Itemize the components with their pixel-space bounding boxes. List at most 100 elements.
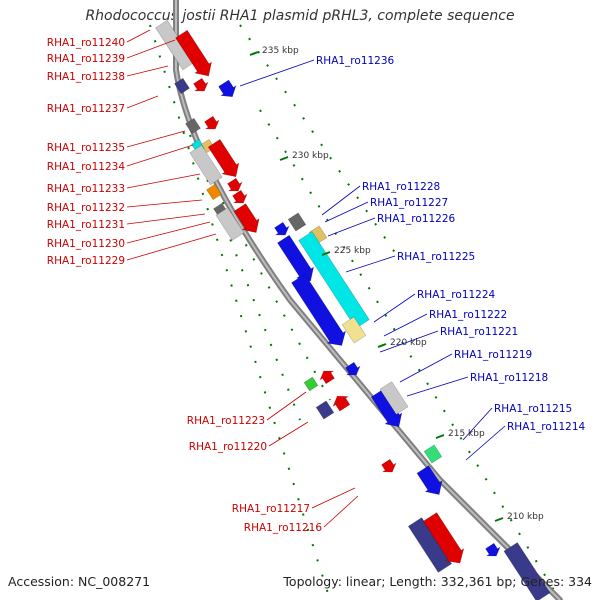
feature-navy [315,400,335,420]
feature-red [207,138,240,178]
gene-label-left[interactable]: RHA1_ro11229 [47,255,125,267]
gene-label-right[interactable]: RHA1_ro11227 [370,197,448,209]
map-title: Rhodococcus jostii RHA1 plasmid pRHL3, c… [85,8,515,24]
feature-blue [277,234,315,282]
leader-line [327,217,376,237]
feature-navy [407,517,453,573]
feature-darkgray [185,117,201,135]
gene-label-left[interactable]: RHA1_ro11235 [47,142,125,154]
gene-label-left[interactable]: RHA1_ro11233 [47,183,125,195]
gene-label-right[interactable]: RHA1_ro11222 [429,309,507,321]
gene-label-right[interactable]: RHA1_ro11215 [494,403,572,415]
topology-text: Topology: linear; Length: 332,361 bp; Ge… [283,574,592,589]
leader-line [266,391,307,421]
feature-navy [174,77,190,95]
gene-label-right[interactable]: RHA1_ro11236 [316,55,395,67]
tick-mark [377,343,387,348]
gene-label-left[interactable]: RHA1_ro11216 [244,522,323,534]
gene-label-left[interactable]: RHA1_ro11238 [47,71,125,83]
feature-gray [215,207,245,241]
gene-label-left[interactable]: RHA1_ro11232 [47,202,125,214]
tick-mark [435,434,445,439]
leader-line [324,201,369,223]
gene-label-right[interactable]: RHA1_ro11226 [377,213,456,225]
feature-red [332,395,351,412]
feature-gray [189,144,223,186]
gene-label-left[interactable]: RHA1_ro11223 [187,415,265,427]
gene-label-left[interactable]: RHA1_ro11237 [47,103,125,115]
leader-line [126,29,151,43]
feature-red [381,458,397,473]
gene-label-right[interactable]: RHA1_ro11221 [440,326,518,338]
feature-red [227,177,243,192]
tick-label: 235 kbp [262,46,299,56]
gene-label-left[interactable]: RHA1_ro11230 [47,238,125,250]
leader-line [321,185,361,216]
leader-line [126,39,176,59]
tick-mark [494,517,504,522]
feature-red [232,189,248,204]
feature-green [423,444,443,464]
feature-blue [274,221,290,236]
feature-red [233,203,260,233]
leader-line [399,353,453,383]
tick-label: 220 kbp [390,338,427,348]
leader-line [239,59,315,87]
leader-line [373,293,416,323]
leader-line [462,407,493,441]
leader-line [126,199,203,208]
gene-label-left[interactable]: RHA1_ro11234 [47,161,126,173]
tick-label: 225 kbp [334,246,371,256]
feature-blue [345,361,361,376]
leader-line [126,221,211,244]
leader-line [379,330,439,353]
tick-label: 230 kbp [292,151,329,161]
leader-line [126,144,194,167]
gene-label-right[interactable]: RHA1_ro11225 [397,251,475,263]
leader-line [126,95,159,109]
feature-blue [291,273,347,346]
tick-mark [279,156,289,161]
gene-label-left[interactable]: RHA1_ro11220 [189,441,267,453]
leader-line [345,255,396,273]
leader-line [268,421,309,447]
gene-label-right[interactable]: RHA1_ro11214 [507,421,586,433]
feature-red [193,77,209,92]
feature-orange [206,183,222,201]
gene-label-left[interactable]: RHA1_ro11231 [47,219,125,231]
feature-yellow [341,316,367,344]
gene-label-right[interactable]: RHA1_ro11218 [470,372,548,384]
feature-red [204,115,220,130]
accession-text: Accession: NC_008271 [8,574,151,589]
gene-label-right[interactable]: RHA1_ro11224 [417,289,496,301]
feature-red [319,370,335,385]
tick-label: 215 kbp [448,429,485,439]
feature-navy [503,542,551,600]
gene-label-right[interactable]: RHA1_ro11219 [454,349,532,361]
feature-green [303,376,319,392]
leader-line [406,376,469,397]
gene-label-right[interactable]: RHA1_ro11228 [362,181,440,193]
tick-label: 210 kbp [507,512,544,522]
feature-blue [485,542,501,557]
leader-line [465,425,506,461]
gene-label-left[interactable]: RHA1_ro11239 [47,53,125,65]
leader-line [126,233,217,261]
gene-label-left[interactable]: RHA1_ro11217 [232,503,310,515]
feature-cyan [298,231,370,329]
leader-line [383,313,428,337]
feature-red [175,29,213,77]
feature-gray [379,381,409,415]
leader-line [126,130,186,148]
feature-darkgray [287,212,307,232]
leader-line [126,213,206,225]
feature-red [422,512,465,564]
tick-mark [249,51,259,56]
leader-line [323,495,359,528]
gene-label-left[interactable]: RHA1_ro11240 [47,37,125,49]
tick-mark [321,251,331,256]
leader-line [126,173,201,189]
leader-line [311,487,356,509]
feature-blue [218,79,237,98]
